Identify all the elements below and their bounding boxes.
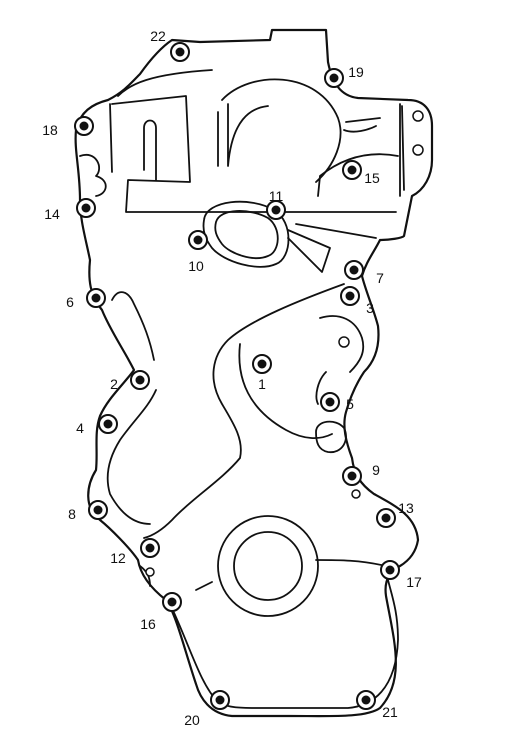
upper-left-line <box>109 69 213 173</box>
bolt-17: 17 <box>380 560 422 590</box>
lobe-hole <box>338 336 350 348</box>
pump-boss-inner <box>217 103 269 167</box>
passage-loop-inner <box>214 210 279 259</box>
upper-left-slot <box>143 119 157 181</box>
bolt-4-center <box>103 419 113 429</box>
bolt-18-center <box>79 121 89 131</box>
bolt-12: 12 <box>110 538 160 566</box>
bolt-15-center <box>347 165 357 175</box>
bolt-11-center <box>271 205 281 215</box>
bolt-22: 22 <box>150 28 190 62</box>
upper-left-rib <box>111 95 397 213</box>
right-lobe <box>315 315 365 453</box>
bolt-12-center <box>145 543 155 553</box>
bolt-21: 21 <box>356 690 398 720</box>
bolt-22-label: 22 <box>150 28 166 44</box>
bolt-20-center <box>215 695 225 705</box>
bolt-22-center <box>175 47 185 57</box>
passage-loop-outer <box>202 200 290 268</box>
bolt-6-center <box>91 293 101 303</box>
left-notch <box>79 153 107 197</box>
bolt-10: 10 <box>188 230 208 274</box>
bolt-7: 7 <box>344 260 384 286</box>
right-upper-bracket <box>317 103 405 197</box>
bolt-9: 9 <box>342 462 380 486</box>
bolt-20: 20 <box>184 690 230 728</box>
bolt-11: 11 <box>266 188 286 220</box>
bolt-21-center <box>361 695 371 705</box>
bolt-16-label: 16 <box>140 616 156 632</box>
bolt-2: 2 <box>110 370 150 392</box>
bolt-16: 16 <box>140 592 182 632</box>
bolt-13-label: 13 <box>398 500 414 516</box>
small-hole-left <box>145 567 155 577</box>
bolt-11-label: 11 <box>269 188 284 204</box>
bolt-13-center <box>381 513 391 523</box>
bolt-19: 19 <box>324 64 364 88</box>
bolt-9-center <box>347 471 357 481</box>
bolt-9-label: 9 <box>372 462 380 478</box>
central-cavity <box>143 283 345 539</box>
bolt-17-label: 17 <box>406 574 422 590</box>
bolt-14-label: 14 <box>44 206 60 222</box>
bolt-5-label: 5 <box>346 396 354 412</box>
left-inner-line <box>106 291 157 525</box>
bolt-3-label: 3 <box>366 300 374 316</box>
bolt-8: 8 <box>68 500 108 522</box>
bolt-14-center <box>81 203 91 213</box>
passage-arm <box>287 223 377 273</box>
bolt-12-label: 12 <box>110 550 126 566</box>
bolt-18: 18 <box>42 116 94 138</box>
bolt-18-label: 18 <box>42 122 58 138</box>
bolt-16-center <box>167 597 177 607</box>
bracket-hole-lower <box>412 144 424 156</box>
bolt-17-center <box>385 565 395 575</box>
central-cavity-inner <box>238 343 333 439</box>
bolt-1-center <box>257 359 267 369</box>
bolt-14: 14 <box>44 198 96 222</box>
bolt-2-label: 2 <box>110 376 118 392</box>
pump-boss-arc <box>221 78 342 183</box>
bolt-2-center <box>135 375 145 385</box>
bolt-7-center <box>349 265 359 275</box>
cover-outline <box>74 28 434 718</box>
bolt-21-label: 21 <box>382 704 398 720</box>
bolt-3-center <box>345 291 355 301</box>
bolt-3: 3 <box>340 286 374 316</box>
bolt-1: 1 <box>252 354 272 392</box>
crank-seal-outer <box>217 515 319 617</box>
bolt-19-label: 19 <box>348 64 364 80</box>
seal-boss <box>139 559 387 591</box>
bolt-10-center <box>193 235 203 245</box>
small-hole-right <box>351 489 361 499</box>
bolt-6: 6 <box>66 288 106 310</box>
bolt-10-label: 10 <box>188 258 204 274</box>
bolt-15-label: 15 <box>364 170 380 186</box>
bolt-19-center <box>329 73 339 83</box>
bolt-20-label: 20 <box>184 712 200 728</box>
bolt-6-label: 6 <box>66 294 74 310</box>
bracket-hole-upper <box>412 110 424 122</box>
bolt-1-label: 1 <box>258 376 266 392</box>
bolt-5-center <box>325 397 335 407</box>
bolt-8-label: 8 <box>68 506 76 522</box>
crank-seal-inner <box>233 531 303 601</box>
bolt-4: 4 <box>76 414 118 436</box>
bolt-5: 5 <box>320 392 354 412</box>
bolt-13: 13 <box>376 500 414 528</box>
bolt-4-label: 4 <box>76 420 84 436</box>
lower-inner-edge <box>169 579 399 709</box>
bolt-7-label: 7 <box>376 270 384 286</box>
bolt-15: 15 <box>342 160 380 186</box>
bolt-8-center <box>93 505 103 515</box>
